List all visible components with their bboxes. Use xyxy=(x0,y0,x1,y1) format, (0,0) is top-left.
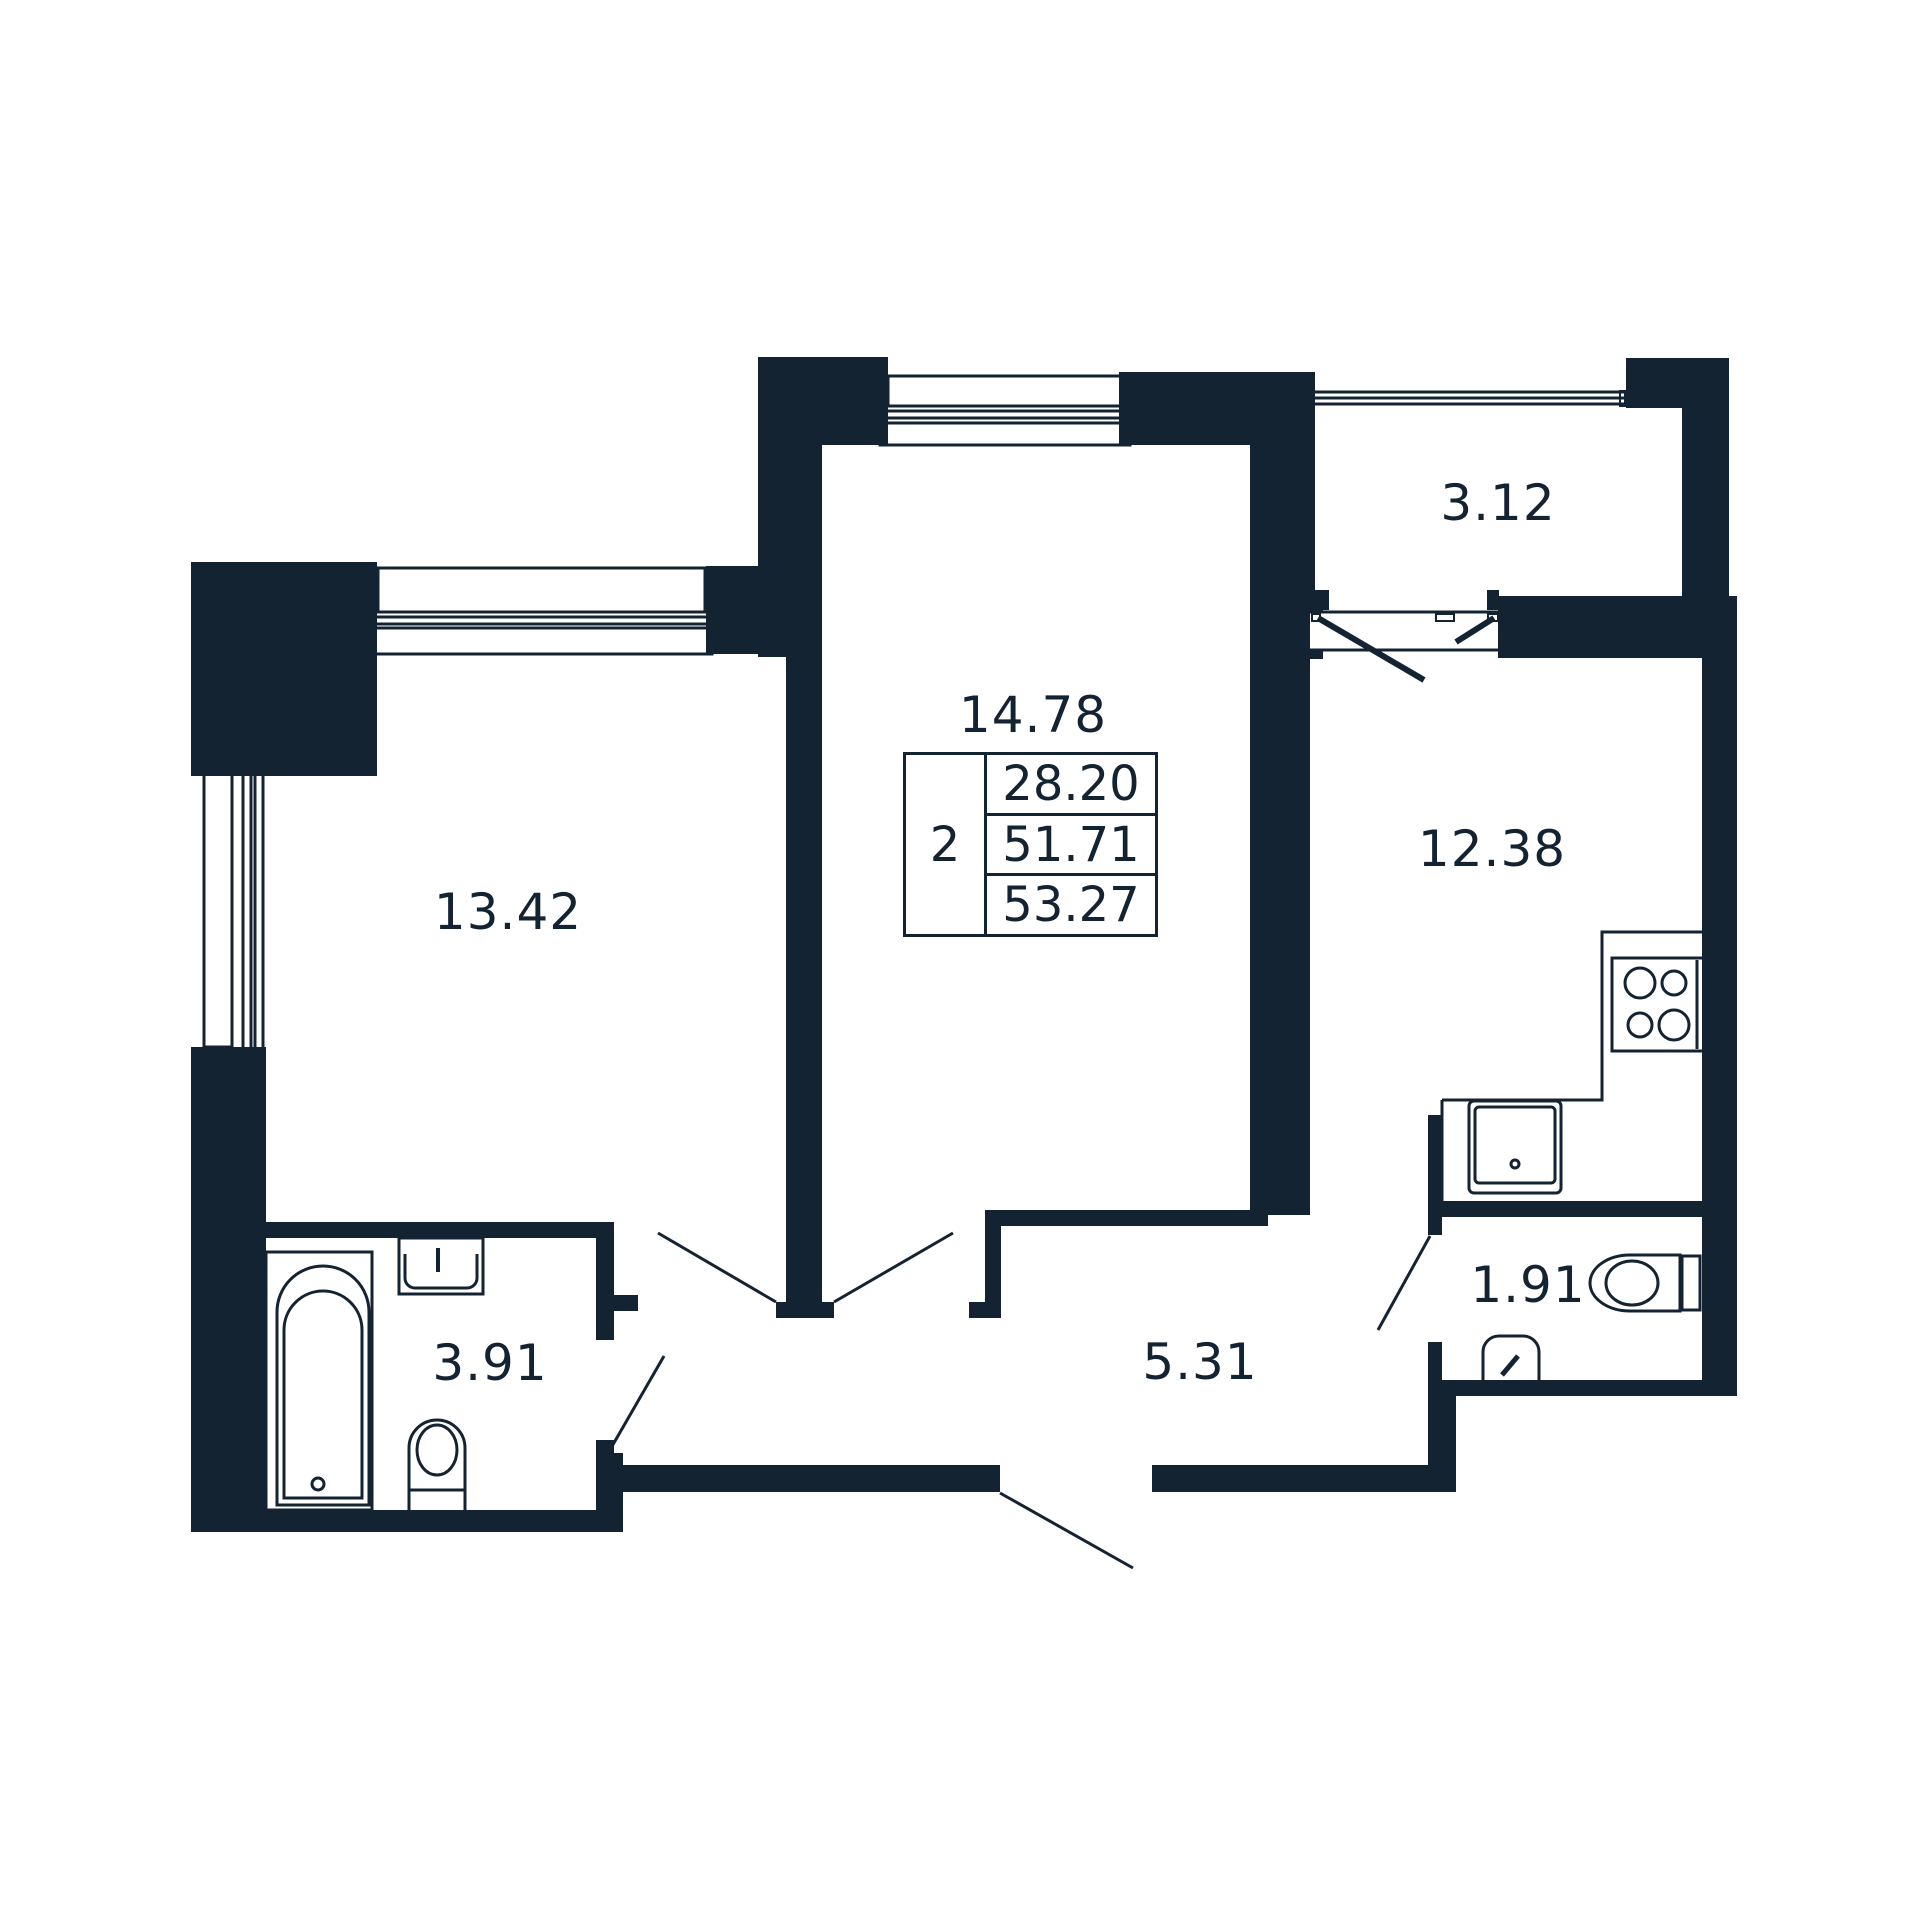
sink-icon xyxy=(1467,1099,1563,1195)
toilet-icon xyxy=(407,1418,467,1510)
wall xyxy=(1690,408,1729,658)
wall xyxy=(969,1302,1001,1318)
wall xyxy=(191,1047,266,1532)
wall xyxy=(1487,590,1499,610)
bathtub-icon xyxy=(264,1250,374,1512)
room-area-living-room: 14.78 xyxy=(958,686,1108,744)
wall xyxy=(191,562,266,776)
wall xyxy=(1428,1201,1708,1217)
window xyxy=(191,754,266,1056)
wall xyxy=(985,1210,1268,1226)
window xyxy=(878,372,1132,447)
room-area-toilet: 1.91 xyxy=(1470,1256,1586,1314)
wall xyxy=(706,566,760,654)
door-swing xyxy=(1376,1235,1432,1331)
kitchen-counter xyxy=(1440,930,1702,1201)
stove-icon xyxy=(1610,956,1708,1053)
loggia-glazing xyxy=(1304,388,1626,408)
window xyxy=(368,566,714,656)
wall xyxy=(1626,358,1729,408)
wall xyxy=(266,1222,614,1238)
washbasin-icon xyxy=(397,1236,485,1296)
apartment-summary-table: 2 28.20 51.71 53.27 xyxy=(903,752,1158,937)
wall xyxy=(1152,1465,1456,1492)
room-area-hallway: 5.31 xyxy=(1142,1333,1258,1391)
room-area-bathroom: 3.91 xyxy=(432,1334,548,1392)
room-area-loggia: 3.12 xyxy=(1440,474,1556,532)
door-swing xyxy=(833,1231,954,1304)
washbasin-icon xyxy=(1481,1334,1541,1380)
wall xyxy=(776,1302,834,1318)
wall xyxy=(191,1510,623,1532)
wall xyxy=(1428,1380,1737,1396)
wall xyxy=(1428,1342,1442,1392)
entrance-door-swing xyxy=(999,1491,1134,1570)
area-column: 28.20 51.71 53.27 xyxy=(987,755,1155,934)
loggia-door xyxy=(1310,610,1500,683)
total-area-with-loggia: 53.27 xyxy=(1002,877,1140,934)
wall xyxy=(604,1465,1000,1492)
room-area-kitchen: 12.38 xyxy=(1417,820,1567,878)
wall xyxy=(596,1295,638,1311)
wall xyxy=(1300,372,1315,599)
wall xyxy=(985,1210,1001,1318)
room-count: 2 xyxy=(906,755,987,934)
living-area: 28.20 xyxy=(987,755,1155,816)
room-area-bedroom: 13.42 xyxy=(433,883,583,941)
wall xyxy=(786,654,822,1314)
wall xyxy=(758,357,888,445)
wall xyxy=(1307,590,1329,610)
total-area: 51.71 xyxy=(987,816,1155,877)
toilet-icon xyxy=(1588,1253,1702,1313)
wall xyxy=(1428,1390,1456,1492)
wall xyxy=(596,1222,614,1340)
door-swing xyxy=(609,1355,666,1449)
door-swing xyxy=(657,1231,777,1304)
wall xyxy=(1702,596,1737,1396)
